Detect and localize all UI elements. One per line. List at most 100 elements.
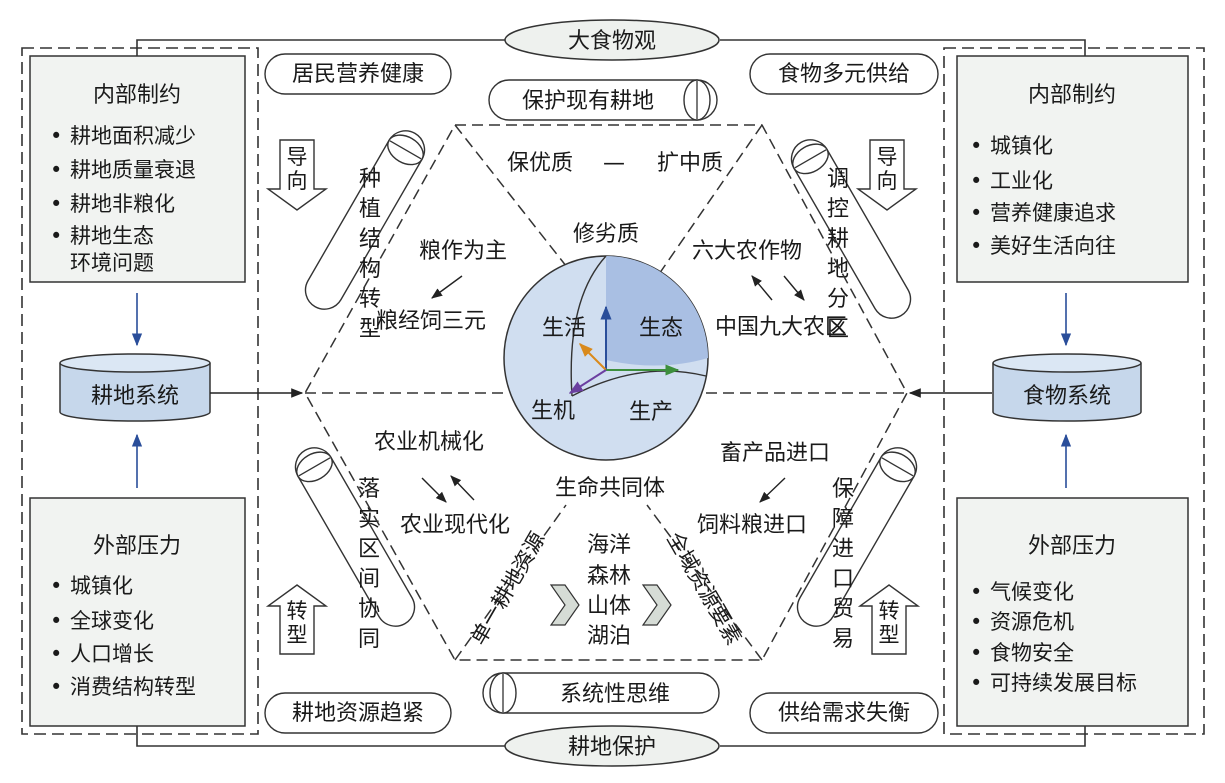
bullet-icon: •: [50, 124, 62, 148]
bullet-icon: •: [50, 609, 62, 633]
protect-cropland-tube: 保护现有耕地: [488, 79, 718, 121]
hex-ul-text-b: 粮经饲三元: [376, 309, 486, 334]
vertical-char: 种: [359, 167, 381, 192]
hex-lr-text-b: 饲料粮进口: [697, 513, 807, 538]
hex-top-right-text: 扩中质: [657, 151, 723, 176]
hex-ul-text-a: 粮作为主: [419, 239, 507, 264]
system-arrows: [131, 293, 1072, 488]
systemic-thinking-tube: 系统性思维: [482, 672, 720, 714]
left-internal-constraints-box: 内部制约 • 耕地面积减少 • 耕地质量衰退 • 耕地非粮化 • 耕地生态 环境…: [29, 55, 246, 283]
four-life-sphere: 生活 生态 生机 生产: [503, 255, 709, 461]
left-top-item: 环境问题: [70, 251, 154, 275]
corner-label-text: 耕地资源趋紧: [292, 701, 424, 726]
vertical-char: 耕: [827, 227, 849, 252]
vertical-char: 障: [832, 507, 854, 532]
hex-ll-text-b: 农业现代化: [400, 513, 510, 538]
hex-lr-text-a: 畜产品进口: [720, 441, 830, 466]
tube-label: 保护现有耕地: [522, 89, 654, 114]
right-top-item: 工业化: [990, 169, 1053, 193]
resource-item: 山体: [587, 594, 631, 619]
top-banner: 大食物观: [504, 19, 720, 61]
vertical-char: 进: [832, 537, 854, 562]
single-resource-text: 单一耕地资源: [466, 528, 550, 649]
hex-top-left-text: 保优质: [507, 151, 573, 176]
right-bottom-title: 外部压力: [1028, 534, 1116, 559]
vertical-char: 间: [358, 567, 380, 592]
vertical-char: 区: [358, 537, 380, 562]
vertical-char: 同: [358, 627, 380, 652]
bullet-icon: •: [970, 201, 982, 225]
vertical-char: 导: [877, 145, 898, 169]
tube-label: 系统性思维: [560, 682, 670, 707]
sphere-label-vitality: 生机: [531, 399, 575, 424]
bottom-banner: 耕地保护: [504, 725, 720, 767]
left-top-item: 耕地非粮化: [70, 192, 175, 216]
left-bottom-item: 消费结构转型: [70, 675, 196, 699]
transform-arrow-text: 转型: [879, 599, 900, 647]
left-bottom-item: 全球变化: [70, 609, 154, 633]
right-top-item: 美好生活向往: [990, 234, 1116, 258]
resource-item: 海洋: [587, 533, 631, 558]
vertical-char: 贸: [832, 597, 854, 622]
diag-tube-bottom-right: [796, 447, 918, 627]
hex-ur-text-a: 六大农作物: [692, 239, 802, 264]
cropland-system-cylinder: 耕地系统: [59, 353, 211, 422]
left-bottom-item: 城镇化: [70, 574, 133, 598]
corner-label-text: 居民营养健康: [292, 62, 424, 87]
bullet-icon: •: [970, 610, 982, 634]
vertical-char: 分: [827, 287, 849, 312]
vertical-char: 向: [877, 169, 898, 193]
bottom-banner-label: 耕地保护: [568, 735, 656, 760]
hex-ll-text-a: 农业机械化: [374, 430, 484, 455]
vertical-char: 结: [359, 227, 381, 252]
sphere-label-life: 生活: [542, 316, 586, 341]
right-bottom-item: 可持续发展目标: [990, 671, 1137, 695]
bullet-icon: •: [50, 642, 62, 666]
corner-label-text: 供给需求失衡: [778, 701, 910, 726]
central-hexagon: [304, 124, 908, 661]
resource-item: 森林: [587, 564, 631, 589]
sphere-label-production: 生产: [629, 400, 673, 425]
vertical-char: 导: [287, 145, 308, 169]
right-bottom-item: 气候变化: [990, 580, 1074, 604]
bullet-icon: •: [970, 641, 982, 665]
vertical-char: 转: [287, 599, 308, 623]
right-top-item: 城镇化: [990, 134, 1053, 158]
arrow-icon: [450, 475, 475, 501]
vertical-char: 型: [879, 623, 900, 647]
cropland-system-label: 耕地系统: [91, 384, 179, 409]
down-arrow-icon: [855, 139, 919, 211]
guide-arrow-text: 导向: [877, 145, 898, 193]
vertical-char: 区: [827, 317, 849, 342]
transform-arrow-text: 转型: [287, 599, 308, 647]
up-arrow-icon: [265, 584, 329, 655]
bullet-icon: •: [50, 192, 62, 216]
down-arrow-icon: [265, 139, 329, 211]
guide-arrow-text: 导向: [287, 145, 308, 193]
left-external-pressure-box: 外部压力 • 城镇化 • 全球变化 • 人口增长 • 消费结构转型: [29, 497, 246, 727]
diag-tube-bottom-left: [294, 447, 416, 627]
right-bottom-item: 资源危机: [990, 610, 1074, 634]
vertical-char: 植: [359, 197, 381, 222]
vertical-char: 构: [359, 257, 381, 282]
corner-label-text: 食物多元供给: [778, 62, 910, 87]
arrow-icon: [783, 275, 805, 301]
right-bottom-item: 食物安全: [990, 641, 1074, 665]
vertical-char: 转: [879, 599, 900, 623]
corner-label-top-left: 居民营养健康: [264, 53, 452, 95]
vertical-char: 型: [359, 317, 381, 342]
corner-label-top-right: 食物多元供给: [749, 53, 939, 95]
hex-top-dash: —: [603, 151, 625, 176]
bullet-icon: •: [970, 134, 982, 158]
food-system-label: 食物系统: [1023, 384, 1111, 409]
right-top-item: 营养健康追求: [990, 201, 1116, 225]
all-domain-resource-text: 全域资源要素: [662, 528, 746, 649]
left-top-title: 内部制约: [93, 83, 181, 108]
left-top-item: 耕地生态: [70, 224, 154, 248]
transform-arrow-left: 转型: [265, 584, 329, 655]
axis-arrow-icon: [579, 343, 607, 371]
